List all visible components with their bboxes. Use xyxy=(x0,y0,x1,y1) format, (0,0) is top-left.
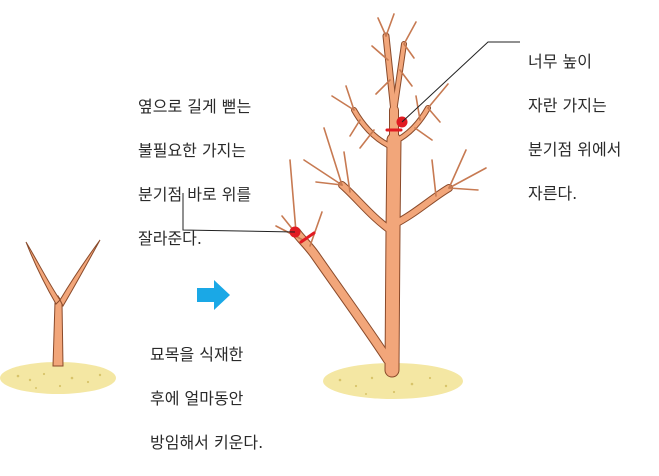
caption-after-planting: 묘목을 식재한 후에 얼마동안 방임해서 키운다. xyxy=(150,322,300,476)
seedling-branch-right xyxy=(59,239,101,308)
arrow-right-icon xyxy=(197,280,230,310)
caption-line: 너무 높이 xyxy=(528,52,592,71)
caption-line: 불필요한 가지는 xyxy=(138,141,247,160)
cut-line-low-branch xyxy=(299,231,316,244)
leader-line-low-branch xyxy=(182,193,296,233)
caption-line: 잘라준다. xyxy=(138,229,202,248)
caption-line: 후에 얼마동안 xyxy=(150,389,244,408)
caption-prune-tall-branch: 너무 높이 자란 가지는 분기점 위에서 자른다. xyxy=(528,29,658,227)
caption-line: 분기점 위에서 xyxy=(528,140,622,159)
caption-line: 자란 가지는 xyxy=(528,96,607,115)
leader-line-tall-branch xyxy=(401,41,520,123)
caption-line: 옆으로 길게 뻗는 xyxy=(138,97,252,116)
tree-soil-dots xyxy=(338,376,448,395)
seedling-soil-dots xyxy=(16,372,102,389)
tree-twigs xyxy=(275,13,487,247)
seedling-branch-left xyxy=(25,241,61,305)
seedling-soil-mound xyxy=(0,362,116,394)
seedling-trunk xyxy=(52,295,64,367)
caption-prune-low-branch: 옆으로 길게 뻗는 불필요한 가지는 분기점 바로 위를 잘라준다. xyxy=(138,74,298,272)
tree-bark xyxy=(292,33,452,377)
tree-soil-mound xyxy=(323,363,463,399)
seedling-illustration xyxy=(0,239,116,394)
caption-line: 자른다. xyxy=(528,184,578,203)
caption-line: 분기점 바로 위를 xyxy=(138,185,252,204)
tree-illustration xyxy=(275,13,487,399)
caption-line: 묘목을 식재한 xyxy=(150,345,244,364)
pruning-diagram xyxy=(0,13,520,399)
caption-line: 방임해서 키운다. xyxy=(150,433,264,452)
